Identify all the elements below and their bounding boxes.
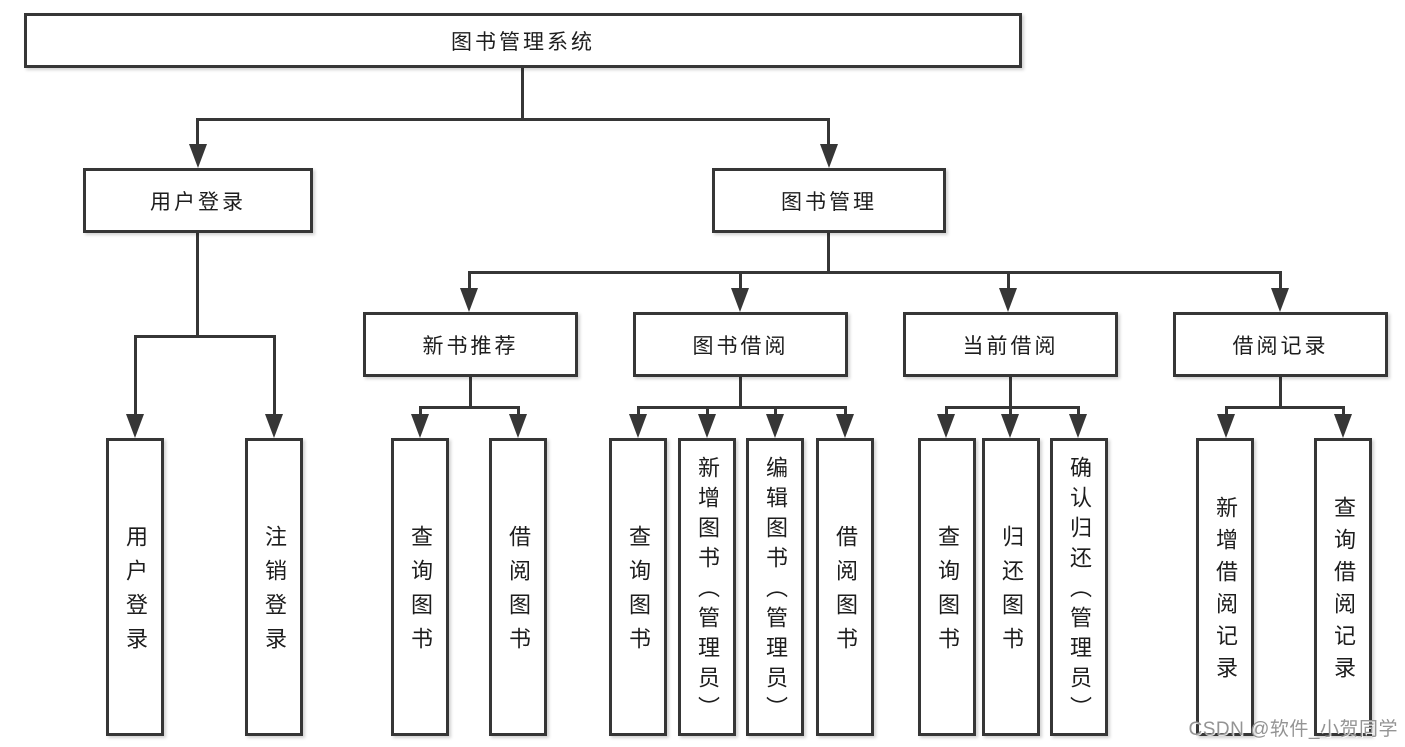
connector-line — [827, 118, 830, 150]
arrowhead-icon — [1217, 414, 1235, 438]
arrowhead-icon — [460, 288, 478, 312]
node-borrow-query-books: 查询图书 — [609, 438, 667, 736]
arrowhead-icon — [509, 414, 527, 438]
node-borrow-edit-books-admin: 编辑图书（管理员） — [746, 438, 804, 736]
node-current-query-books-label: 查询图书 — [935, 525, 960, 661]
node-leaf-logout: 注销登录 — [245, 438, 303, 736]
node-current-borrow: 当前借阅 — [903, 312, 1118, 377]
connector-line — [468, 271, 471, 293]
node-rec-query-books-label: 查询图书 — [408, 525, 433, 661]
node-borrow-borrow-books-label: 借阅图书 — [833, 525, 858, 661]
arrowhead-icon — [820, 144, 838, 168]
connector-line — [196, 118, 830, 121]
node-book-management: 图书管理 — [712, 168, 946, 233]
arrowhead-icon — [629, 414, 647, 438]
connector-line — [739, 377, 742, 409]
connector-line — [637, 406, 847, 409]
node-rec-borrow-books: 借阅图书 — [489, 438, 547, 736]
arrowhead-icon — [937, 414, 955, 438]
connector-line — [1009, 377, 1012, 409]
node-current-return-books: 归还图书 — [982, 438, 1040, 736]
node-leaf-logout-label: 注销登录 — [262, 525, 287, 661]
node-user-login: 用户登录 — [83, 168, 313, 233]
node-book-borrow-label: 图书借阅 — [692, 334, 789, 358]
node-current-confirm-return-admin-label: 确认归还（管理员） — [1067, 456, 1092, 726]
arrowhead-icon — [411, 414, 429, 438]
node-book-management-label: 图书管理 — [781, 190, 877, 214]
arrowhead-icon — [1271, 288, 1289, 312]
node-current-borrow-label: 当前借阅 — [962, 334, 1059, 358]
connector-line — [134, 335, 276, 338]
node-current-return-books-label: 归还图书 — [999, 525, 1024, 661]
connector-line — [419, 406, 520, 409]
connector-line — [521, 68, 524, 121]
node-records-query-record: 查询借阅记录 — [1314, 438, 1372, 736]
arrowhead-icon — [698, 414, 716, 438]
node-book-borrow: 图书借阅 — [633, 312, 848, 377]
node-borrow-edit-books-admin-label: 编辑图书（管理员） — [763, 456, 788, 726]
connector-line — [468, 271, 1282, 274]
node-root-label: 图书管理系统 — [451, 30, 595, 54]
node-new-book-recommend: 新书推荐 — [363, 312, 578, 377]
connector-line — [1279, 271, 1282, 293]
connector-line — [134, 335, 137, 420]
connector-line — [827, 233, 830, 274]
connector-line — [1007, 271, 1010, 293]
arrowhead-icon — [1334, 414, 1352, 438]
node-root: 图书管理系统 — [24, 13, 1022, 68]
node-borrow-add-books-admin: 新增图书（管理员） — [678, 438, 736, 736]
node-current-confirm-return-admin: 确认归还（管理员） — [1050, 438, 1108, 736]
arrowhead-icon — [999, 288, 1017, 312]
watermark: CSDN @软件_小贺同学 — [1188, 719, 1398, 740]
node-user-login-label: 用户登录 — [150, 190, 246, 214]
node-borrow-records: 借阅记录 — [1173, 312, 1388, 377]
node-borrow-query-books-label: 查询图书 — [626, 525, 651, 661]
node-borrow-records-label: 借阅记录 — [1232, 334, 1329, 358]
connector-line — [739, 271, 742, 293]
connector-line — [196, 233, 199, 338]
arrowhead-icon — [836, 414, 854, 438]
arrowhead-icon — [265, 414, 283, 438]
node-borrow-borrow-books: 借阅图书 — [816, 438, 874, 736]
connector-line — [1225, 406, 1345, 409]
connector-line — [469, 377, 472, 409]
arrowhead-icon — [189, 144, 207, 168]
arrowhead-icon — [126, 414, 144, 438]
node-rec-query-books: 查询图书 — [391, 438, 449, 736]
node-new-book-recommend-label: 新书推荐 — [422, 334, 519, 358]
node-records-query-record-label: 查询借阅记录 — [1331, 496, 1356, 688]
connector-line — [273, 335, 276, 420]
connector-line — [945, 406, 1080, 409]
node-leaf-user-login-label: 用户登录 — [123, 525, 148, 661]
node-borrow-add-books-admin-label: 新增图书（管理员） — [695, 456, 720, 726]
arrowhead-icon — [1001, 414, 1019, 438]
arrowhead-icon — [731, 288, 749, 312]
node-current-query-books: 查询图书 — [918, 438, 976, 736]
node-records-add-record-label: 新增借阅记录 — [1213, 496, 1238, 688]
connector-line — [196, 118, 199, 150]
connector-line — [1279, 377, 1282, 409]
node-rec-borrow-books-label: 借阅图书 — [506, 525, 531, 661]
node-records-add-record: 新增借阅记录 — [1196, 438, 1254, 736]
arrowhead-icon — [1069, 414, 1087, 438]
arrowhead-icon — [766, 414, 784, 438]
node-leaf-user-login: 用户登录 — [106, 438, 164, 736]
